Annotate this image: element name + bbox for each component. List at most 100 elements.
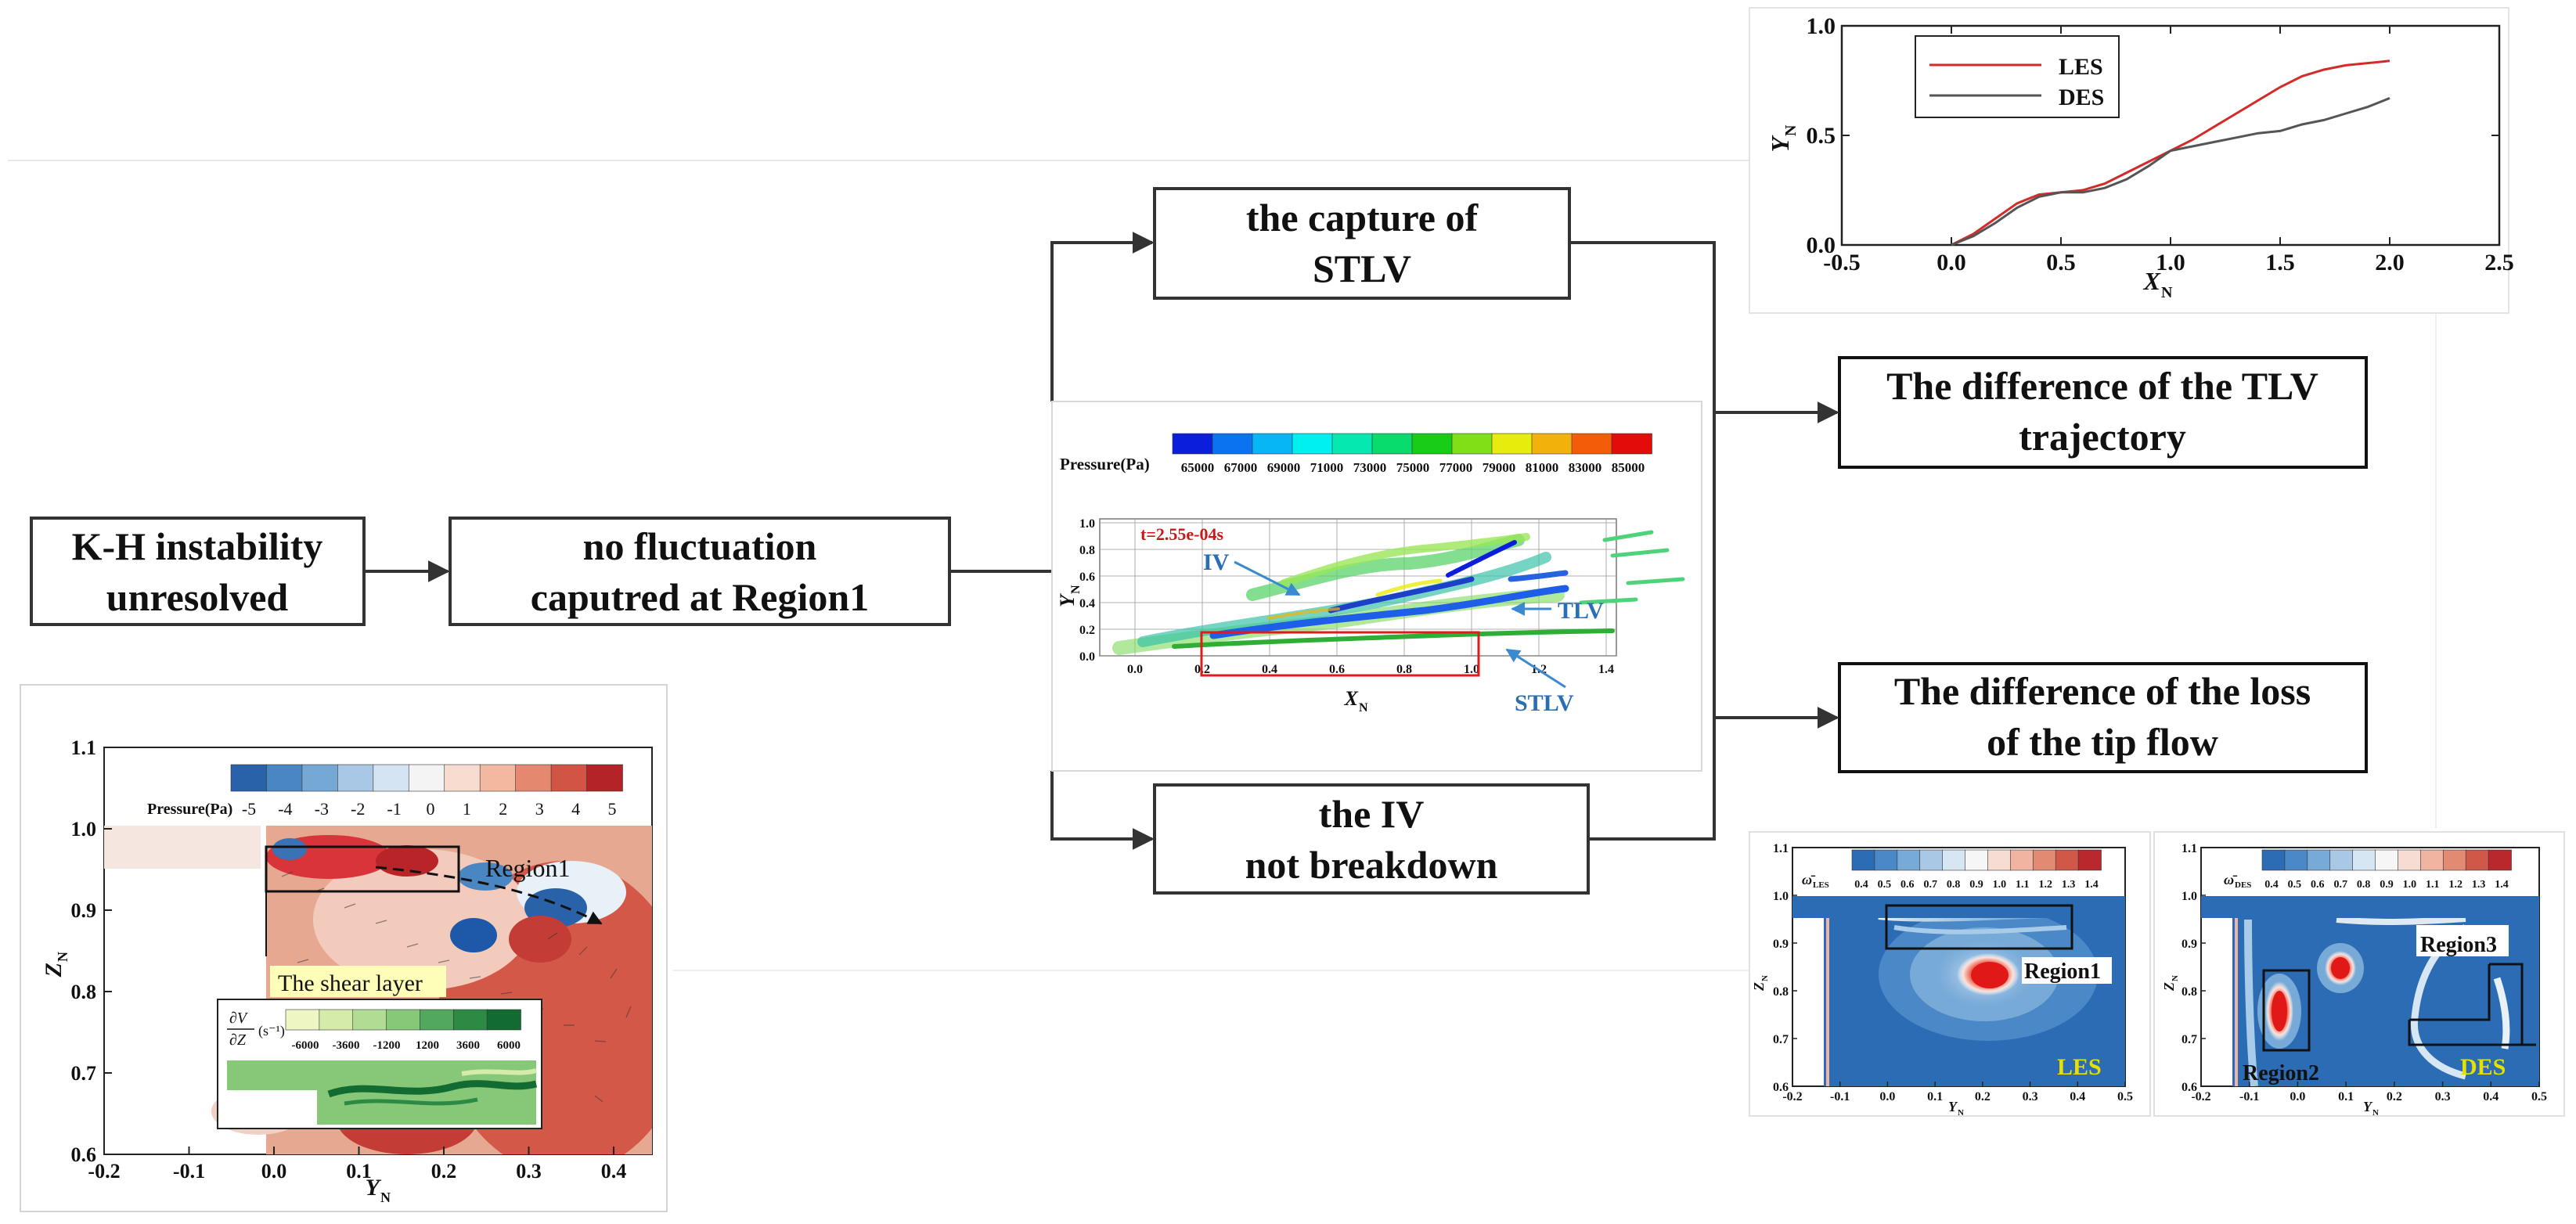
les-colorbar-tick-label: 1.1 [2016, 879, 2030, 891]
les-colorbar-swatch [1897, 849, 1921, 871]
shear-colorbar-tick-label: 4 [571, 799, 580, 819]
region-dashed-arrow [375, 866, 603, 925]
y-tick-label: 0.0 [1807, 232, 1836, 258]
des-x-tick: -0.1 [2239, 1090, 2259, 1103]
pressure-x-tick: 0.6 [1329, 663, 1345, 676]
stlv-pointer [1505, 648, 1566, 689]
loss-diff-line2: of the tip flow [1987, 720, 2218, 764]
region1-label: Region1 [485, 854, 570, 882]
des-colorbar-swatch [2352, 849, 2376, 871]
pressure-colorbar-swatch [1212, 433, 1253, 455]
inset-colorbar-tick-label: -1200 [373, 1039, 401, 1052]
stlv-label: STLV [1515, 690, 1574, 716]
les-colorbar [1851, 849, 2102, 871]
pressure-colorbar-tick-label: 81000 [1526, 460, 1559, 475]
svg-text:Y: Y [366, 1175, 382, 1201]
stlv-capture-box: the capture of STLV [1153, 187, 1571, 300]
svg-text:Y: Y [1056, 593, 1079, 607]
des-omega-sub: DES [2235, 880, 2251, 890]
kh-line1: K-H instability [72, 524, 323, 568]
pressure-y-tick: 0.2 [1079, 624, 1095, 637]
shear-x-tick: -0.2 [88, 1160, 120, 1183]
les-colorbar-tick-label: 1.4 [2084, 879, 2099, 891]
des-x-tick: 0.0 [2290, 1090, 2305, 1103]
pressure-colorbar-swatch [1252, 433, 1293, 455]
pressure-colorbar-tick-label: 79000 [1483, 460, 1516, 475]
les-y-tick: 0.6 [1773, 1081, 1789, 1094]
legend-les-label: LES [2059, 54, 2103, 80]
pressure-y-tick: 0.6 [1079, 571, 1095, 584]
iv-breakdown-box: the IV not breakdown [1153, 783, 1590, 895]
des-colorbar-tick-label: 1.4 [2495, 879, 2509, 891]
les-colorbar-swatch [2077, 849, 2102, 871]
pressure-time-label: t=2.55e-04s [1140, 524, 1223, 544]
shear-x-axis-label: Y N [366, 1175, 391, 1205]
shear-colorbar-swatch [550, 764, 588, 792]
shear-colorbar-tick-label: -4 [278, 799, 292, 819]
iv-line2: not breakdown [1245, 843, 1498, 887]
tlv-difference-box: The difference of the TLV trajectory [1838, 356, 2368, 469]
x-tick-label: 1.0 [2156, 250, 2185, 275]
x-tick-label: 1.5 [2265, 250, 2295, 275]
x-tick-label: -0.5 [1823, 250, 1861, 275]
des-y-tick: 1.1 [2181, 842, 2197, 855]
les-colorbar-tick-label: 1.0 [1993, 879, 2007, 891]
inset-colorbar-swatch [319, 1009, 354, 1031]
les-x-axis-label: Y N [1948, 1099, 1964, 1118]
svg-text:Y: Y [1948, 1099, 1958, 1114]
shear-y-tick: 1.1 [71, 736, 97, 759]
tlv-label: TLV [1558, 598, 1604, 624]
shear-colorbar-tick-label: 5 [608, 799, 617, 819]
les-tip-gap-band [1792, 896, 2070, 918]
des-region2-box [2262, 969, 2311, 1052]
tlv-diff-line1: The difference of the TLV [1886, 364, 2318, 408]
shear-colorbar-swatch [444, 764, 481, 792]
y-tick-label: 0.5 [1807, 123, 1836, 149]
shear-colorbar-tick-label: -5 [242, 799, 256, 819]
x-tick-label: 2.5 [2484, 250, 2514, 275]
pressure-x-tick: 0.8 [1396, 663, 1412, 676]
svg-text:N: N [55, 952, 70, 962]
shear-x-tick: 0.4 [601, 1160, 627, 1183]
inset-colorbar-swatch [486, 1009, 521, 1031]
svg-text:Z: Z [41, 963, 67, 977]
inset-colorbar-swatch [452, 1009, 488, 1031]
des-colorbar-tick-label: 0.8 [2357, 879, 2371, 891]
des-colorbar-swatch [2307, 849, 2331, 871]
pressure-x-tick: 1.4 [1598, 663, 1614, 676]
les-y-tick: 1.1 [1773, 842, 1789, 855]
shear-x-tick: 0.3 [516, 1160, 542, 1183]
inset-colorbar-tick-label: -3600 [333, 1039, 360, 1052]
inset-colorbar-swatch [420, 1009, 455, 1031]
pressure-colorbar-swatch [1331, 433, 1373, 455]
shear-y-tick: 0.8 [71, 981, 97, 1003]
des-y-axis-label: Z N [2161, 975, 2180, 992]
des-colorbar-swatch [2488, 849, 2512, 871]
svg-text:N: N [380, 1190, 391, 1205]
pressure-colorbar-swatch [1531, 433, 1573, 455]
des-x-tick: 0.5 [2531, 1090, 2547, 1103]
des-x-tick: 0.1 [2338, 1090, 2354, 1103]
x-tick-label: 0.5 [2046, 250, 2076, 275]
loss-diff-line1: The difference of the loss [1894, 669, 2311, 713]
svg-text:N: N [2171, 975, 2180, 981]
les-x-tick: 0.1 [1927, 1090, 1943, 1103]
des-colorbar-tick-label: 1.3 [2472, 879, 2486, 891]
pressure-x-tick: 0.0 [1127, 663, 1143, 676]
des-y-tick: 0.7 [2181, 1033, 2197, 1046]
region1-box [265, 845, 460, 893]
shear-layer-label: The shear layer [278, 970, 423, 996]
svg-text:N: N [1069, 585, 1083, 594]
inset-unit: (s⁻¹) [258, 1023, 285, 1039]
iv-line1: the IV [1319, 792, 1425, 836]
arrow-to-stlv [1050, 232, 1155, 401]
kh-instability-box: K-H instability unresolved [30, 517, 366, 626]
inset-colorbar-swatch [386, 1009, 421, 1031]
inset-frac-num: ∂V [229, 1010, 249, 1027]
